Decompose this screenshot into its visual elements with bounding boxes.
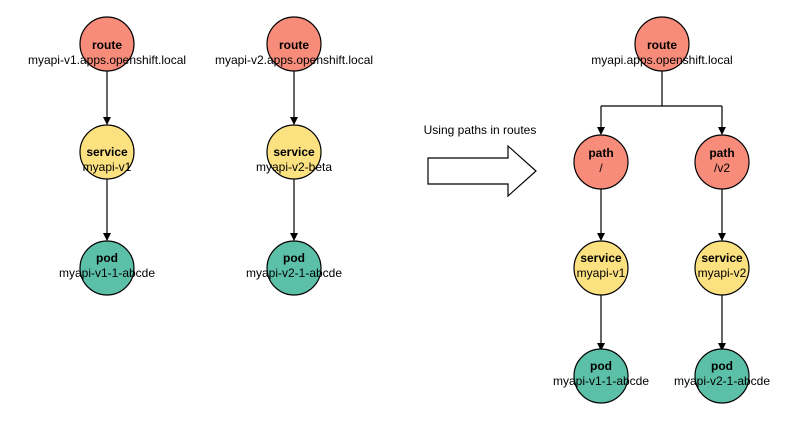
route-node-2-circle bbox=[266, 16, 322, 72]
pod-node-4-title: pod bbox=[711, 359, 733, 373]
pod-node-3-title: pod bbox=[590, 359, 612, 373]
path-node-1-title: path bbox=[588, 146, 613, 160]
pod-node-2-circle bbox=[266, 240, 322, 296]
pod-node-3-name: myapi-v1-1-abcde bbox=[553, 374, 649, 388]
pod-node-4-circle bbox=[694, 348, 750, 404]
path-node-2-title: path bbox=[709, 146, 734, 160]
service-node-4: service myapi-v2 bbox=[694, 240, 750, 296]
transition-caption: Using paths in routes bbox=[424, 123, 537, 137]
route-node-3-host: myapi.apps.openshift.local bbox=[591, 53, 732, 67]
service-node-1-title: service bbox=[86, 145, 128, 159]
service-node-2-circle bbox=[266, 124, 322, 180]
pod-node-2: pod myapi-v2-1-abcde bbox=[246, 240, 342, 296]
pod-node-1: pod myapi-v1-1-abcde bbox=[59, 240, 155, 296]
service-node-1-circle bbox=[79, 124, 135, 180]
service-node-1-name: myapi-v1 bbox=[83, 160, 132, 174]
path-node-1-value: / bbox=[599, 161, 603, 175]
path-node-1: path / bbox=[573, 134, 629, 190]
service-node-2-name: myapi-v2-beta bbox=[256, 160, 332, 174]
route-node-2: route myapi-v2.apps.openshift.local bbox=[215, 16, 373, 72]
service-node-3-circle bbox=[573, 240, 629, 296]
pod-node-3: pod myapi-v1-1-abcde bbox=[553, 348, 649, 404]
pod-node-1-title: pod bbox=[96, 251, 118, 265]
service-node-4-name: myapi-v2 bbox=[698, 266, 747, 280]
path-node-2: path /v2 bbox=[694, 134, 750, 190]
service-node-4-title: service bbox=[701, 251, 743, 265]
service-node-2: service myapi-v2-beta bbox=[256, 124, 332, 180]
service-node-3-title: service bbox=[580, 251, 622, 265]
transition-arrow bbox=[427, 144, 537, 198]
service-node-3: service myapi-v1 bbox=[573, 240, 629, 296]
pod-node-4: pod myapi-v2-1-abcde bbox=[674, 348, 770, 404]
route-node-1-circle bbox=[79, 16, 135, 72]
route-node-3-circle bbox=[634, 16, 690, 72]
route-node-2-host: myapi-v2.apps.openshift.local bbox=[215, 53, 373, 67]
service-node-2-title: service bbox=[273, 145, 315, 159]
pod-node-4-name: myapi-v2-1-abcde bbox=[674, 374, 770, 388]
pod-node-1-name: myapi-v1-1-abcde bbox=[59, 266, 155, 280]
service-node-1: service myapi-v1 bbox=[79, 124, 135, 180]
service-node-4-circle bbox=[694, 240, 750, 296]
pod-node-2-title: pod bbox=[283, 251, 305, 265]
path-node-2-value: /v2 bbox=[714, 161, 730, 175]
service-node-3-name: myapi-v1 bbox=[577, 266, 626, 280]
pod-node-2-name: myapi-v2-1-abcde bbox=[246, 266, 342, 280]
route-node-1-title: route bbox=[92, 38, 122, 52]
route-node-2-title: route bbox=[279, 38, 309, 52]
pod-node-1-circle bbox=[79, 240, 135, 296]
pod-node-3-circle bbox=[573, 348, 629, 404]
path-node-2-circle bbox=[694, 134, 750, 190]
route-node-1-host: myapi-v1.apps.openshift.local bbox=[28, 53, 186, 67]
path-node-1-circle bbox=[573, 134, 629, 190]
route-node-3-title: route bbox=[647, 38, 677, 52]
route-node-3: route myapi.apps.openshift.local bbox=[591, 16, 733, 72]
route-node-1: route myapi-v1.apps.openshift.local bbox=[28, 16, 186, 72]
